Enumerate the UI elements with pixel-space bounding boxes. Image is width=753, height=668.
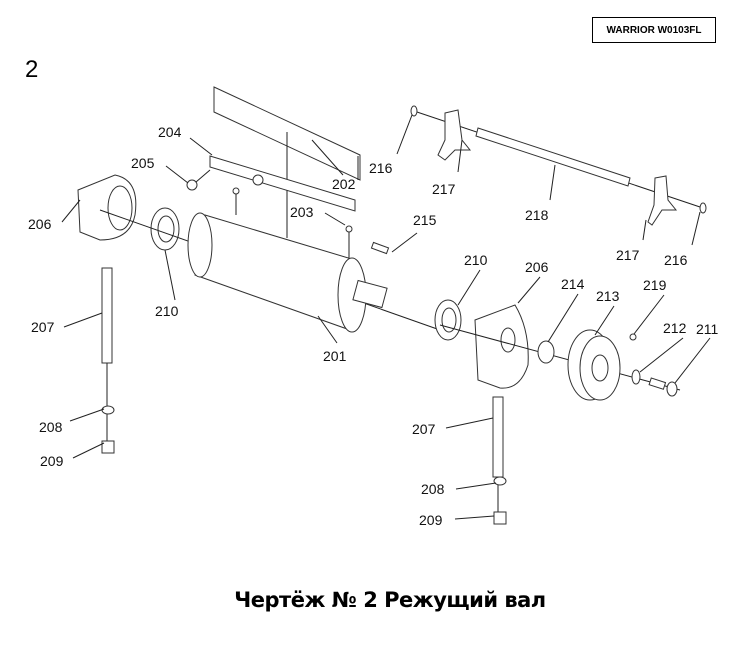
part-205-screw	[186, 169, 211, 191]
part-204-gib-bar	[209, 155, 356, 212]
part-206-right-housing	[474, 304, 529, 389]
part-215-key	[370, 241, 390, 255]
label-202: 202	[332, 176, 356, 192]
part-217-brackets	[437, 109, 678, 226]
label-207-right: 207	[412, 421, 436, 437]
part-207-left-post	[101, 267, 113, 450]
label-210-left: 210	[155, 303, 179, 319]
leader-lines	[61, 114, 711, 520]
part-202-blade	[213, 86, 361, 238]
label-209-right: 209	[419, 512, 443, 528]
part-214-spacer	[537, 340, 555, 364]
label-205: 205	[131, 155, 155, 171]
part-219-set-screw	[629, 333, 637, 341]
part-207-right-post	[492, 396, 504, 520]
part-208-washers	[101, 405, 507, 486]
label-209-left: 209	[40, 453, 64, 469]
part-218-shaft	[413, 110, 701, 208]
label-217-right: 217	[616, 247, 640, 263]
part-203-screws	[232, 187, 353, 258]
label-211: 211	[696, 321, 719, 337]
part-211-bolt	[648, 377, 678, 397]
label-215: 215	[413, 212, 437, 228]
label-204: 204	[158, 124, 182, 140]
label-213: 213	[596, 288, 620, 304]
label-217-left: 217	[432, 181, 456, 197]
part-210-left-bearing	[150, 207, 180, 251]
part-213-pulley	[567, 329, 621, 401]
figure-number: 2	[25, 56, 39, 83]
part-212-washer	[631, 369, 641, 385]
label-208-right: 208	[421, 481, 445, 497]
label-203: 203	[290, 204, 314, 220]
part-210-right-bearing	[434, 299, 462, 341]
label-210-right: 210	[464, 252, 488, 268]
part-216-clips	[410, 105, 707, 214]
model-name: WARRIOR W0103FL	[606, 24, 702, 36]
part-201-cutter-head	[187, 212, 388, 333]
label-206-left: 206	[28, 216, 52, 232]
label-216-right: 216	[664, 252, 688, 268]
label-201: 201	[323, 348, 347, 364]
drawing-caption: Чертёж № 2 Режущий вал	[234, 588, 546, 612]
part-209-nuts	[101, 440, 507, 525]
label-219: 219	[643, 277, 667, 293]
label-207-left: 207	[31, 319, 55, 335]
label-208-left: 208	[39, 419, 63, 435]
model-label-box: WARRIOR W0103FL	[592, 17, 716, 43]
label-218: 218	[525, 207, 549, 223]
label-216-left: 216	[369, 160, 393, 176]
label-214: 214	[561, 276, 585, 292]
label-212: 212	[663, 320, 687, 336]
label-206-right: 206	[525, 259, 549, 275]
part-206-left-housing	[77, 174, 137, 241]
